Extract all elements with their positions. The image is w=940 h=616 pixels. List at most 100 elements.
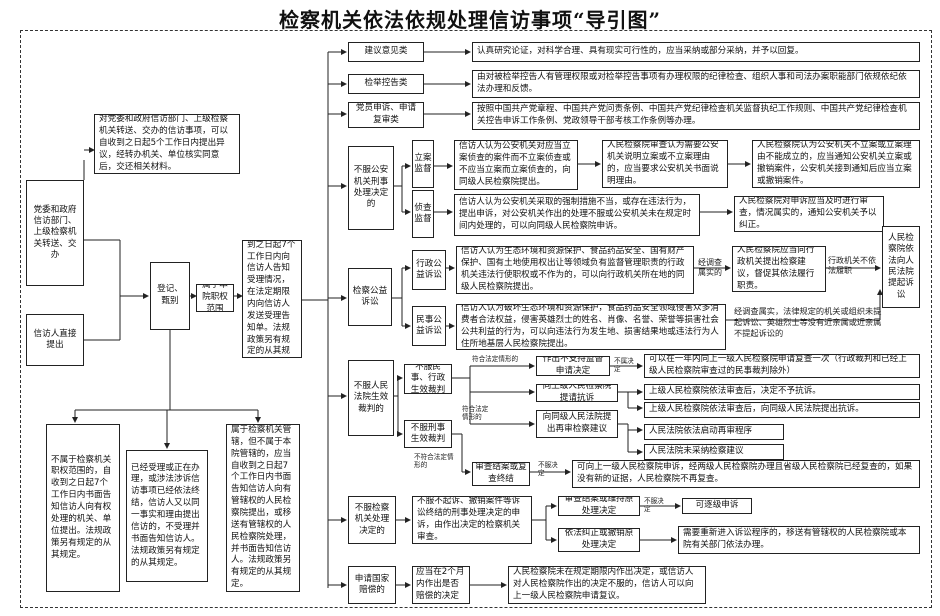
investigation-step1-text: 信访人认为公安机关采取的强制措施不当，或存在违法行为，提出申诉，对公安机关作出的… [459, 197, 692, 231]
register-text: 登记、甄别 [157, 284, 183, 306]
transfer-source-box: 党委和政府信访部门、上级检察机关转送、交办 [26, 180, 84, 286]
criminal-disagree-label: 不服决定 [538, 461, 558, 477]
sub-investigation-supervision-text: 侦查监督 [414, 202, 432, 224]
not-in-scope-box: 不属于检察机关职权范围的，自收到之日起7个工作日内书面告知信访人向有权处理的机关… [46, 424, 120, 592]
other-procuratorate-box: 属于检察机关管辖，但不属于本院管辖的，应当自收到之日起7个工作日内书面告知信访人… [226, 424, 300, 592]
retrial-started-text: 人民法院依法启动再审程序 [649, 426, 753, 437]
appeal-level-by-level: 可逐级申诉 [682, 498, 752, 514]
report-handling: 由对被检举控告人有管理权限或对检举控告事项有办理权限的纪律检查、组织人事和司法办… [472, 70, 920, 98]
criminal-review-concluded: 审查结案或复查终结 [472, 462, 530, 486]
administrative-noncompliance-label: 行政机关不依法履职 [828, 256, 876, 275]
already-handled-box: 已经受理或正在办理，或涉法涉诉信访事项已经依法终结，信访人又以同一事实和理由提出… [126, 450, 208, 582]
in-scope-box: 属于本院职权范围 [196, 284, 234, 312]
civil-protest-request: 向上级人民检察院提请抗诉 [536, 384, 618, 402]
suggestion-handling: 认真研究论证，对科学合理、具有现实可行性的，应当采纳或部分采纳，并予以回复。 [472, 42, 920, 62]
suggestion-rejected-text: 人民法院未采纳检察建议 [649, 446, 744, 457]
civil-retrial-suggestion: 向同级人民法院提出再审检察建议 [536, 410, 618, 438]
protest-denied-text: 上级人民检察院依法审查后，决定不予抗诉。 [649, 386, 821, 397]
party-handling-text: 按照中国共产党章程、中国共产党问责条例、中国共产党纪律检查机关监督执纪工作规则、… [477, 104, 907, 126]
procuratorate-corrected: 依法纠正或撤销原处理决定 [558, 528, 640, 552]
sub-civil-suit-text: 民事公益诉讼 [416, 314, 442, 336]
procuratorate-upheld-text: 审查结案或维持原处理决定 [564, 496, 634, 516]
category-party-text: 党员申诉、申请复审类 [355, 103, 417, 125]
sub-lian-supervision: 立案监督 [412, 140, 434, 188]
file-lawsuit-box: 人民检察院依法向人民法院提起诉讼 [882, 226, 920, 308]
file-lawsuit-text: 人民检察院依法向人民法院提起诉讼 [888, 232, 914, 300]
direct-source-box: 信访人直接提出 [26, 314, 84, 366]
category-compensation-text: 申请国家赔偿的 [354, 573, 390, 595]
sub-criminal-judgment-text: 不服刑事生效裁判 [410, 422, 446, 444]
civil-not-accept-label: 不属决定 [614, 357, 634, 373]
category-procuratorate: 不服检察机关处理决定的 [348, 496, 396, 544]
category-procuratorate-text: 不服检察机关处理决定的 [354, 502, 390, 536]
accept-text: 受理，自收到之日起7个工作日内向信访人告知受理情况，在法定期限内向信访人发送受理… [247, 240, 296, 357]
sub-civil-judgment: 不服民事、行政生效裁判 [404, 364, 452, 394]
administrative-step1: 信访人认为生态环境和资源保护、食品药品安全、国有财产保护、国有土地使用权出让等领… [456, 246, 694, 294]
category-police-text: 不服公安机关刑事处理决定的 [353, 165, 389, 210]
compensation-decision-text: 应当在2个月内作出是否赔偿的决定 [416, 567, 465, 601]
compensation-reconsideration: 人民检察院未在规定期限内作出决定，或信访人对人民检察院作出的决定不服的，信访人可… [508, 566, 706, 604]
direct-source-text: 信访人直接提出 [33, 328, 77, 350]
investigation-step1: 信访人认为公安机关采取的强制措施不当，或存在违法行为，提出申诉，对公安机关作出的… [454, 194, 700, 236]
sub-civil-judgment-text: 不服民事、行政生效裁判 [410, 364, 446, 394]
category-party: 党员申诉、申请复审类 [348, 102, 424, 128]
administrative-step1-text: 信访人认为生态环境和资源保护、食品药品安全、国有财产保护、国有土地使用权出让等领… [461, 246, 685, 292]
sub-administrative-suit: 行政公益诉讼 [412, 250, 446, 290]
civil-legal-condition-label: 符合法定情形的 [472, 355, 519, 363]
category-report-text: 检举控告类 [364, 78, 408, 89]
reenter-litigation-text: 需要重新进入诉讼程序的，移送有管辖权的人民检察院或本院有关部门依法办理。 [683, 528, 907, 550]
in-scope-text: 属于本院职权范围 [202, 284, 228, 312]
page-title: 检察机关依法依规处理信访事项“导引图” [278, 8, 661, 32]
suggestion-rejected: 人民法院未采纳检察建议 [644, 444, 784, 460]
appeal-level-by-level-text: 可逐级申诉 [695, 500, 739, 511]
procuratorate-review: 不服不起诉、撤销案件等诉讼终结的刑事处理决定的申诉，由作出决定的检察机关审查。 [412, 496, 532, 544]
register-box: 登记、甄别 [150, 262, 190, 330]
compensation-decision: 应当在2个月内作出是否赔偿的决定 [412, 566, 470, 604]
civil-protest-request-text: 向上级人民检察院提请抗诉 [542, 384, 612, 402]
civil-suit-condition-label: 经调查属实，法律规定的机关或组织未提起诉讼、英雄烈士等没有近亲属或近亲属不提起诉… [734, 306, 882, 339]
party-handling: 按照中国共产党章程、中国共产党问责条例、中国共产党纪律检查机关监督执纪工作规则、… [472, 102, 920, 130]
sub-criminal-judgment: 不服刑事生效裁判 [404, 420, 452, 448]
objection-note-box: 对党委和政府信访部门、上级检察机关转送、交办的信访事项，可以自收到之日起5个工作… [94, 114, 240, 174]
administrative-step2: 人民检察院应当向行政机关提出检察建议，督促其依法履行职责。 [732, 246, 826, 292]
protest-denied: 上级人民检察院依法审查后，决定不予抗诉。 [644, 384, 920, 400]
lian-step3: 人民检察院认为公安机关不立案或立案理由不能成立的，应当通知公安机关立案或撤销案件… [752, 140, 920, 188]
procuratorate-corrected-text: 依法纠正或撤销原处理决定 [564, 528, 634, 550]
retrial-started: 人民法院依法启动再审程序 [644, 424, 784, 440]
reenter-litigation: 需要重新进入诉讼程序的，移送有管辖权的人民检察院或本院有关部门依法办理。 [678, 526, 920, 554]
lian-step1: 信访人认为公安机关对应当立案侦查的案件而不立案侦查或不应当立案而立案侦查的，向同… [454, 140, 578, 190]
criminal-review-concluded-text: 审查结案或复查终结 [475, 462, 527, 484]
category-court-text: 不服人民法院生效裁判的 [353, 380, 389, 414]
procuratorate-upheld: 审查结案或维持原处理决定 [558, 496, 640, 516]
objection-note-text: 对党委和政府信访部门、上级检察机关转送、交办的信访事项，可以自收到之日起5个工作… [99, 114, 228, 172]
civil-suit-step1: 信访人认为破坏生态环境和资源保护，食品药品安全领域侵害众多消费者合法权益，侵害英… [456, 304, 726, 350]
investigation-step2: 人民检察院对申诉应当及时进行审查，情况属实的，通知公安机关予以纠正。 [734, 196, 884, 232]
sub-investigation-supervision: 侦查监督 [412, 190, 434, 238]
civil-not-support: 作出不支持监督申请决定 [536, 356, 610, 376]
already-handled-text: 已经受理或正在办理，或涉法涉诉信访事项已经依法终结，信访人又以同一事实和理由提出… [131, 462, 200, 568]
protest-filed-text: 上级人民检察院依法审查后，向同级人民法院提出抗诉。 [649, 404, 864, 415]
category-compensation: 申请国家赔偿的 [348, 566, 396, 604]
lian-step2-text: 人民检察院审查认为需要公安机关说明立案或不立案理由的，应当要求公安机关书面说明理… [607, 140, 719, 186]
not-in-scope-text: 不属于检察机关职权范围的，自收到之日起7个工作日内书面告知信访人向有权处理的机关… [51, 454, 112, 560]
category-suggestion-text: 建议意见类 [364, 46, 408, 57]
civil-not-support-text: 作出不支持监督申请决定 [542, 356, 604, 376]
criminal-legal-condition-label: 符合法定情形的 [462, 405, 489, 421]
sub-civil-suit: 民事公益诉讼 [412, 306, 446, 346]
sub-administrative-suit-text: 行政公益诉讼 [416, 258, 442, 280]
administrative-verified-label: 经调查属实的 [698, 258, 722, 277]
category-court: 不服人民法院生效裁判的 [348, 360, 394, 436]
civil-review-once-text: 可以在一年内向上一级人民检察院申请复查一次（行政裁判和已经上级人民检察院审查过的… [649, 354, 907, 376]
sub-lian-supervision-text: 立案监督 [414, 152, 432, 174]
accept-box: 受理，自收到之日起7个工作日内向信访人告知受理情况，在法定期限内向信访人发送受理… [242, 240, 302, 358]
outer-frame [20, 30, 932, 608]
civil-review-once: 可以在一年内向上一级人民检察院申请复查一次（行政裁判和已经上级人民检察院审查过的… [644, 354, 920, 378]
civil-suit-step1-text: 信访人认为破坏生态环境和资源保护，食品药品安全领域侵害众多消费者合法权益，侵害英… [461, 304, 719, 349]
criminal-illegal-condition-label: 不符合法定情形的 [414, 453, 454, 469]
lian-step2: 人民检察院审查认为需要公安机关说明立案或不立案理由的，应当要求公安机关书面说明理… [602, 140, 728, 188]
suggestion-handling-text: 认真研究论证，对科学合理、具有现实可行性的，应当采纳或部分采纳，并予以回复。 [477, 46, 804, 57]
other-procuratorate-text: 属于检察机关管辖，但不属于本院管辖的，应当自收到之日起7个工作日内书面告知信访人… [231, 424, 292, 590]
criminal-appeal-upper: 可向上一级人民检察院申诉，经两级人民检察院办理且省级人民检察院已经复查的，如果没… [572, 460, 920, 488]
report-handling-text: 由对被检举控告人有管理权限或对检举控告事项有办理权限的纪律检查、组织人事和司法办… [477, 72, 907, 94]
